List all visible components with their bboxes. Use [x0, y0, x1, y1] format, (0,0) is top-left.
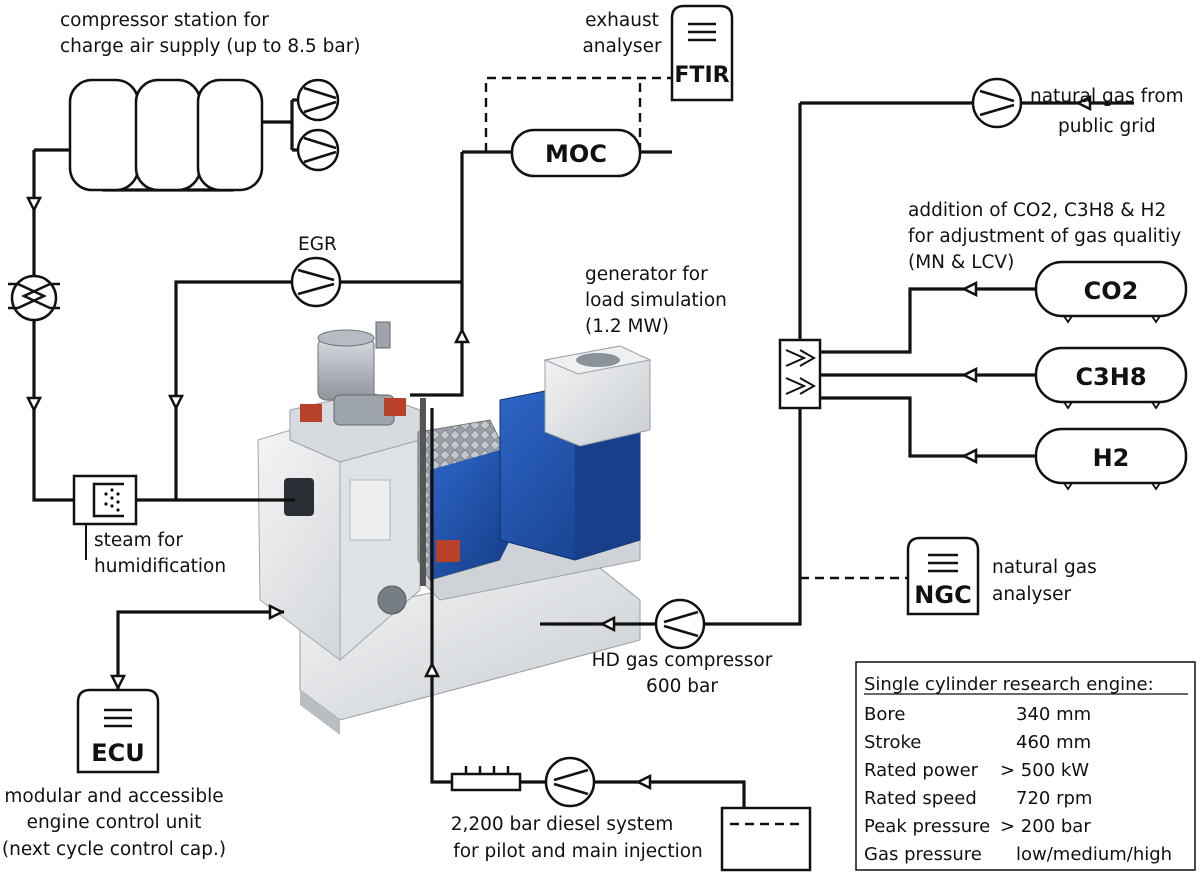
ecu-desc-label-3: (next cycle control cap.): [2, 839, 226, 860]
compressor-pump-upper: [296, 78, 340, 122]
spec-name-rated-power: Rated power: [864, 760, 979, 781]
spec-name-rated-speed: Rated speed: [864, 788, 977, 809]
exhaust-analyser-label-1: exhaust: [585, 10, 659, 31]
grid-gas-label-2: public grid: [1058, 116, 1156, 137]
h2-label: H2: [1093, 444, 1130, 472]
gas-addition-label-3: (MN & LCV): [908, 252, 1014, 273]
gas-tank-c3h8: C3H8: [1034, 346, 1188, 410]
co2-label: CO2: [1084, 277, 1139, 305]
compressor-station: [68, 78, 340, 192]
compressor-pump-lower: [296, 128, 340, 172]
generator-label-2: load simulation: [585, 290, 727, 311]
spec-value-rated-power: > 500 kW: [1000, 760, 1089, 781]
text-labels: compressor station for charge air supply…: [2, 10, 1184, 862]
engine-illustration: [257, 321, 652, 735]
grid-gas-pump: [971, 77, 1023, 129]
hd-compressor-label-2: 600 bar: [646, 676, 718, 697]
spec-name-bore: Bore: [864, 704, 905, 725]
ecu-desc-label-2: engine control unit: [27, 812, 202, 833]
moc-unit: MOC: [510, 128, 642, 178]
egr-pump: [290, 256, 342, 308]
spec-value-gas-pressure: low/medium/high: [1016, 844, 1172, 865]
gas-tank-h2: H2: [1034, 427, 1188, 491]
ftir-analyser: FTIR: [670, 4, 734, 102]
generator-label-3: (1.2 MW): [585, 316, 669, 337]
grid-gas-label-1: natural gas from: [1030, 86, 1184, 107]
ngc-analyser: NGC: [906, 536, 980, 616]
ftir-label: FTIR: [674, 63, 729, 88]
hd-compressor-label-1: HD gas compressor: [592, 650, 773, 671]
spec-value-bore: 340 mm: [1016, 704, 1091, 725]
diesel-label-2: for pilot and main injection: [453, 841, 703, 862]
ecu-desc-label-1: modular and accessible: [4, 786, 223, 807]
spec-value-peak-pressure: > 200 bar: [1000, 816, 1091, 837]
gas-tank-co2: CO2: [1034, 260, 1188, 324]
c3h8-label: C3H8: [1075, 363, 1146, 391]
egr-label: EGR: [298, 234, 337, 255]
diesel-system: [450, 756, 812, 872]
compressor-station-label-1: compressor station for: [60, 10, 269, 31]
gas-addition-label-1: addition of CO2, C3H8 & H2: [908, 200, 1166, 221]
steam-label-2: humidification: [94, 556, 226, 577]
flow-arrows: [25, 94, 1092, 791]
spec-value-stroke: 460 mm: [1016, 732, 1091, 753]
spec-value-rated-speed: 720 rpm: [1016, 788, 1092, 809]
spec-name-gas-pressure: Gas pressure: [864, 844, 982, 865]
signal-lines: [484, 76, 908, 580]
ecu-label: ECU: [91, 739, 145, 767]
engine-spec-table: Single cylinder research engine: Bore 34…: [855, 661, 1196, 871]
charge-air-cooler: [8, 274, 60, 322]
spec-title: Single cylinder research engine:: [864, 674, 1154, 695]
humidifier: [72, 474, 138, 560]
hd-gas-compressor: [654, 598, 706, 650]
moc-label: MOC: [545, 140, 607, 168]
spec-name-stroke: Stroke: [864, 732, 921, 753]
exhaust-analyser-label-2: analyser: [582, 36, 662, 57]
gas-mixer: [778, 338, 822, 410]
spec-name-peak-pressure: Peak pressure: [864, 816, 990, 837]
ngc-label: NGC: [914, 581, 971, 609]
ng-analyser-label-1: natural gas: [992, 557, 1097, 578]
ecu-unit: ECU: [76, 688, 160, 774]
ng-analyser-label-2: analyser: [992, 584, 1072, 605]
gas-addition-label-2: for adjustment of gas qualitiy: [908, 226, 1181, 247]
generator-label-1: generator for: [585, 264, 708, 285]
diesel-tank: [720, 806, 812, 872]
steam-label-1: steam for: [94, 530, 183, 551]
diesel-label-1: 2,200 bar diesel system: [451, 814, 674, 835]
compressor-station-label-2: charge air supply (up to 8.5 bar): [60, 36, 361, 57]
